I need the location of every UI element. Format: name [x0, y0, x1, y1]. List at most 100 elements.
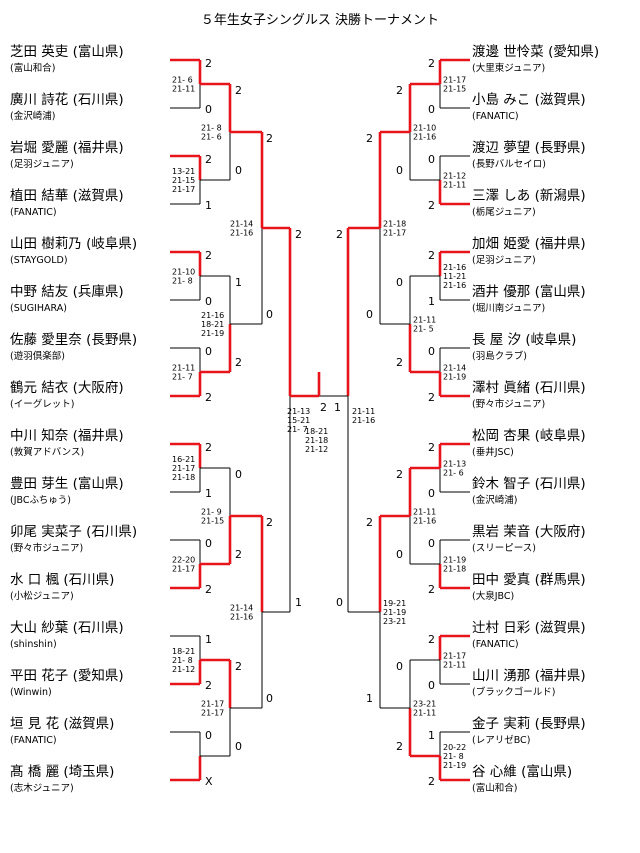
game-score: 21- 8 [443, 752, 464, 761]
game-score: 18-21 [201, 320, 224, 329]
game-score: 21-12 [305, 445, 328, 454]
game-score: 21-11 [443, 661, 466, 670]
player-name: 水 口 楓 (石川県) [10, 572, 115, 588]
player-club: (栃尾ジュニア) [472, 207, 536, 218]
set-count: 0 [396, 164, 403, 177]
player-name: 垣 見 花 (滋賀県) [10, 716, 115, 732]
player-club: (金沢崎浦) [472, 495, 518, 506]
player-club: (志木ジュニア) [10, 783, 74, 794]
player-club: (富山和合) [472, 783, 518, 794]
set-count: 1 [205, 633, 212, 646]
set-count: 0 [428, 679, 435, 692]
left-player-7: 佐藤 愛里奈 (長野県)(遊羽倶楽部) [10, 332, 210, 363]
right-player-11: 黒岩 茉音 (大阪府)(スリーピース) [472, 524, 640, 555]
game-score: 18-21 [305, 427, 328, 436]
set-count: 0 [235, 740, 242, 753]
set-count: 0 [428, 153, 435, 166]
set-count: 1 [235, 276, 242, 289]
game-score: 21-13 [443, 460, 466, 469]
player-name: 芝田 英吏 (富山県) [10, 44, 124, 60]
set-count: 0 [336, 596, 343, 609]
game-score: 22-20 [172, 556, 195, 565]
player-name: 山川 湧那 (福井県) [472, 668, 586, 684]
game-score: 21-17 [172, 185, 195, 194]
game-score: 21-17 [172, 565, 195, 574]
set-count: 2 [235, 84, 242, 97]
right-player-13: 辻村 日彩 (滋賀県)(FANATIC) [472, 620, 640, 651]
set-count: 0 [428, 487, 435, 500]
game-score: 21- 8 [172, 656, 193, 665]
set-count: 2 [205, 441, 212, 454]
player-name: 渡辺 夢望 (長野県) [472, 140, 586, 156]
right-player-9: 松岡 杏果 (岐阜県)(垂井JSC) [472, 428, 640, 459]
set-count: 2 [266, 132, 273, 145]
set-count: 2 [396, 84, 403, 97]
player-club: (FANATIC) [10, 735, 57, 746]
right-player-6: 酒井 優那 (富山県)(堀川南ジュニア) [472, 284, 640, 315]
right-player-10: 鈴木 智子 (石川県) (金沢崎浦) [472, 476, 640, 507]
set-count: 2 [336, 228, 343, 241]
set-count: 2 [205, 57, 212, 70]
game-score: 21-16 [443, 281, 466, 290]
game-score: 21-11 [172, 364, 195, 373]
game-score: 21-17 [443, 76, 466, 85]
player-name: 酒井 優那 (富山県) [472, 284, 586, 300]
game-score: 21-15 [443, 85, 466, 94]
set-count: 2 [205, 249, 212, 262]
game-score: 21-14 [230, 604, 253, 613]
game-score: 21-17 [443, 652, 466, 661]
player-club: (FANATIC) [472, 639, 519, 650]
player-club: (足羽ジュニア) [472, 255, 536, 266]
game-score: 21-10 [172, 268, 195, 277]
left-player-5: 山田 樹莉乃 (岐阜県)(STAYGOLD) [10, 236, 210, 267]
right-player-16: 谷 心維 (富山県)(富山和合) [472, 764, 640, 795]
player-name: 佐藤 愛里奈 (長野県) [10, 332, 138, 348]
player-name: 山田 樹莉乃 (岐阜県) [10, 236, 138, 252]
left-player-9: 中川 知奈 (福井県)(敦賀アドバンス) [10, 428, 210, 459]
game-score: 21-19 [383, 608, 406, 617]
set-count: 2 [428, 441, 435, 454]
set-count: 0 [205, 345, 212, 358]
game-score: 21-18 [305, 436, 328, 445]
player-club: (大泉JBC) [472, 591, 515, 602]
player-club: (大里東ジュニア) [472, 63, 546, 74]
game-score: 21-19 [443, 761, 466, 770]
player-name: 小島 みこ (滋賀県) [472, 92, 586, 108]
set-count: 2 [205, 679, 212, 692]
left-player-14: 平田 花子 (愛知県)(Winwin) [10, 668, 210, 699]
game-score: 21-17 [201, 709, 224, 718]
game-score: 13-21 [172, 167, 195, 176]
set-count: 0 [235, 468, 242, 481]
player-club: (金沢崎浦) [10, 111, 56, 122]
right-player-14: 山川 湧那 (福井県) (ブラックゴールド) [472, 668, 640, 699]
set-count: 1 [366, 692, 373, 705]
set-count: 2 [396, 740, 403, 753]
player-club: (FANATIC) [10, 207, 57, 218]
game-score: 21-10 [413, 124, 436, 133]
set-count: 0 [428, 103, 435, 116]
set-count: 0 [205, 537, 212, 550]
game-score: 21- 8 [172, 277, 193, 286]
right-player-2: 小島 みこ (滋賀県)(FANATIC) [472, 92, 640, 123]
player-name: 鈴木 智子 (石川県) [472, 476, 586, 492]
set-count: 2 [295, 228, 302, 241]
set-count: 0 [205, 295, 212, 308]
player-club: (レアリゼBC) [472, 735, 531, 746]
game-score: 21-18 [172, 473, 195, 482]
player-name: 卯尾 実菜子 (石川県) [10, 524, 138, 540]
game-score: 18-21 [172, 647, 195, 656]
player-name: 大山 紗葉 (石川県) [10, 620, 124, 636]
game-score: 21-18 [443, 565, 466, 574]
player-club: (shinshin) [10, 639, 57, 650]
page-title: ５年生女子シングルス 決勝トーナメント [200, 13, 440, 28]
player-name: 三澤 しあ (新潟県) [472, 188, 586, 204]
game-score: 21-17 [201, 700, 224, 709]
player-club: (JBCふちゅう) [10, 495, 71, 506]
player-club: (ブラックゴールド) [472, 687, 556, 698]
game-score: 21-18 [383, 220, 406, 229]
left-player-8: 鶴元 結衣 (大阪府)(イーグレット) [10, 380, 210, 411]
game-score: 21-11 [413, 316, 436, 325]
set-count: 1 [334, 401, 341, 414]
game-score: 21-16 [443, 263, 466, 272]
player-name: 髙 橋 麗 (埼玉県) [10, 764, 115, 780]
